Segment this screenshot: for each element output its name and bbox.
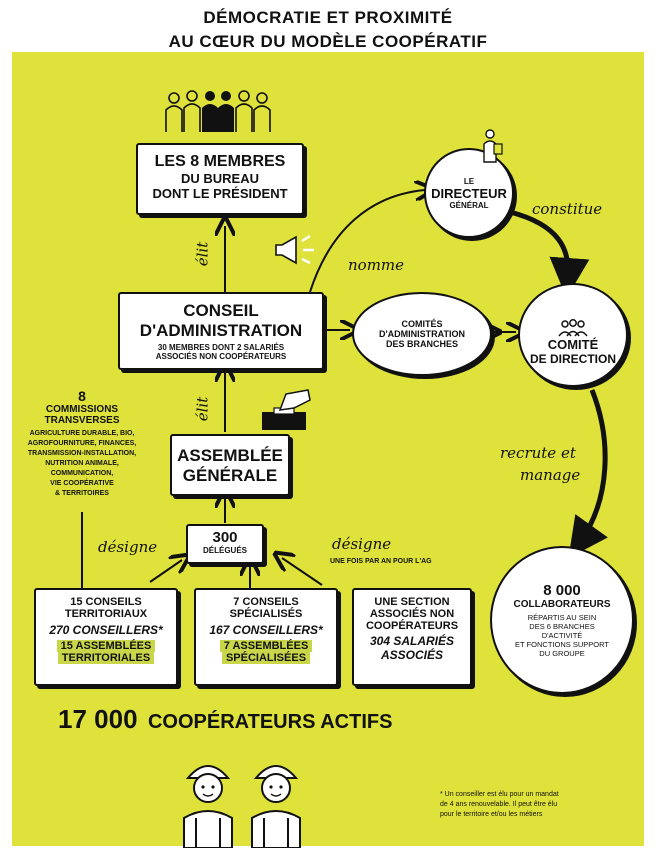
specialises-assemblees2: SPÉCIALISÉES <box>221 652 311 664</box>
delegues-label: DÉLÉGUÉS <box>202 546 247 555</box>
territoriaux-line1: 15 CONSEILS <box>70 596 142 608</box>
cooperateurs-headline: 17 000 COOPÉRATEURS ACTIFS <box>58 704 392 735</box>
label-recrute-1: recrute et <box>500 444 576 462</box>
assemblee-box: ASSEMBLÉE GÉNÉRALE <box>170 434 290 496</box>
farmers-icon <box>183 765 301 848</box>
arrow-recrute <box>568 389 608 559</box>
delegues-box: 300 DÉLÉGUÉS <box>186 524 264 564</box>
directeur-circle: LE DIRECTEUR GÉNÉRAL <box>424 148 514 238</box>
label-elit-top: élit <box>193 241 212 267</box>
specialises-line2: SPÉCIALISÉS <box>229 608 303 620</box>
group-icon <box>558 318 588 336</box>
territoriaux-assemblees2: TERRITORIALES <box>57 652 155 664</box>
conseil-sub2: ASSOCIÉS NON COOPÉRATEURS <box>155 352 287 361</box>
directeur-line3: GÉNÉRAL <box>449 200 489 210</box>
collaborateurs-desc1: RÉPARTIS AU SEIN <box>527 613 597 622</box>
label-elit-bottom: élit <box>193 396 212 422</box>
collaborateurs-desc3: D'ACTIVITÉ <box>541 631 583 640</box>
specialises-assemblees1: 7 ASSEMBLÉES <box>219 640 313 652</box>
commissions-item-2: TRANSMISSION-INSTALLATION, <box>27 450 137 457</box>
comites-line1: COMITÉS <box>401 319 443 329</box>
label-designe-right: désigne <box>332 535 392 553</box>
crowd-icon <box>165 90 271 132</box>
section-box: UNE SECTION ASSOCIÉS NON COOPÉRATEURS 30… <box>352 588 472 686</box>
comite-direction-circle: COMITÉ DE DIRECTION <box>518 283 628 387</box>
specialises-line1: 7 CONSEILS <box>233 596 299 608</box>
commissions-item-1: AGROFOURNITURE, FINANCES, <box>27 440 137 447</box>
arrow-designe-left <box>149 560 182 583</box>
comites-branches-circle: COMITÉS D'ADMINISTRATION DES BRANCHES <box>352 292 492 376</box>
person-icon <box>483 129 503 163</box>
section-line3: COOPÉRATEURS <box>365 620 459 632</box>
footnote-line2: de 4 ans renouvelable. Il peut être élu <box>440 801 558 808</box>
conseil-line2: D'ADMINISTRATION <box>139 321 303 340</box>
commissions-title2: TRANSVERSES <box>44 415 120 426</box>
comite-line1: COMITÉ <box>547 336 599 352</box>
section-line2: ASSOCIÉS NON <box>369 608 455 620</box>
commissions-item-5: VIE COOPÉRATIVE <box>50 480 114 487</box>
commissions-item-0: AGRICULTURE DURABLE, BIO, <box>29 430 135 437</box>
label-designe-right-sub: UNE FOIS PAR AN POUR L'AG <box>330 558 432 565</box>
conseil-box: CONSEIL D'ADMINISTRATION 30 MEMBRES DONT… <box>118 292 324 370</box>
comite-line2: DE DIRECTION <box>529 351 616 366</box>
directeur-line1: LE <box>463 176 475 186</box>
conseil-line1: CONSEIL <box>183 301 259 320</box>
cooperateurs-count: 17 000 <box>58 704 138 734</box>
directeur-line2: DIRECTEUR <box>431 185 507 201</box>
collaborateurs-desc4: ET FONCTIONS SUPPORT <box>515 640 609 649</box>
arrow-constitue <box>509 209 590 298</box>
megaphone-icon <box>275 234 314 265</box>
territoriaux-line2: TERRITORIAUX <box>64 608 148 620</box>
bureau-box: LES 8 MEMBRES DU BUREAU DONT LE PRÉSIDEN… <box>136 143 304 215</box>
collaborateurs-desc2: DES 6 BRANCHES <box>529 622 595 631</box>
commissions-item-6: & TERRITOIRES <box>55 490 109 497</box>
comites-line2: D'ADMINISTRATION <box>379 329 465 339</box>
footnote: * Un conseiller est élu pour un mandat d… <box>440 790 630 820</box>
label-recrute-2: manage <box>520 466 581 484</box>
title-line-2: AU CŒUR DU MODÈLE COOPÉRATIF <box>0 31 656 52</box>
label-nomme: nomme <box>348 256 405 274</box>
conseil-sub1: 30 MEMBRES DONT 2 SALARIÉS <box>157 343 285 352</box>
arrow-designe-right <box>282 558 323 586</box>
section-salaries1: 304 SALARIÉS <box>369 634 455 648</box>
section-salaries2: ASSOCIÉS <box>380 648 443 662</box>
conseils-specialises-box: 7 CONSEILS SPÉCIALISÉS 167 CONSEILLERS* … <box>194 588 338 686</box>
section-line1: UNE SECTION <box>374 596 450 608</box>
bureau-line3: DONT LE PRÉSIDENT <box>152 186 288 201</box>
collaborateurs-count: 8 000 <box>543 582 581 599</box>
arrow-nomme <box>309 190 425 293</box>
territoriaux-assemblees1: 15 ASSEMBLÉES <box>56 640 156 652</box>
commissions-item-3: NUTRITION ANIMALE, <box>45 460 119 467</box>
ballot-icon <box>262 389 311 430</box>
assemblee-line1: ASSEMBLÉE <box>177 446 283 465</box>
title-line-1: DÉMOCRATIE ET PROXIMITÉ <box>203 8 453 27</box>
commissions-block: 8 COMMISSIONS TRANSVERSES AGRICULTURE DU… <box>22 388 142 499</box>
footnote-line3: pour le territoire et/ou les métiers <box>440 811 543 818</box>
collaborateurs-label: COLLABORATEURS <box>513 599 611 610</box>
commissions-item-4: COMMUNICATION, <box>50 470 114 477</box>
collaborateurs-circle: 8 000 COLLABORATEURS RÉPARTIS AU SEIN DE… <box>490 546 634 694</box>
commissions-count: 8 <box>78 388 86 404</box>
label-constitue: constitue <box>532 200 603 218</box>
footnote-line1: * Un conseiller est élu pour un mandat <box>440 791 559 798</box>
label-designe-left: désigne <box>98 538 158 556</box>
cooperateurs-label: COOPÉRATEURS ACTIFS <box>147 711 393 733</box>
delegues-count: 300 <box>212 529 238 546</box>
conseils-territoriaux-box: 15 CONSEILS TERRITORIAUX 270 CONSEILLERS… <box>34 588 178 686</box>
bureau-line2: DU BUREAU <box>181 171 259 186</box>
assemblee-line2: GÉNÉRALE <box>182 466 278 485</box>
yellow-background <box>12 52 644 846</box>
commissions-title1: COMMISSIONS <box>45 404 119 415</box>
territoriaux-conseillers: 270 CONSEILLERS* <box>49 623 163 637</box>
specialises-conseillers: 167 CONSEILLERS* <box>209 623 323 637</box>
collaborateurs-desc5: DU GROUPE <box>539 649 585 658</box>
bureau-line1: LES 8 MEMBRES <box>154 153 286 170</box>
comites-line3: DES BRANCHES <box>385 339 458 349</box>
